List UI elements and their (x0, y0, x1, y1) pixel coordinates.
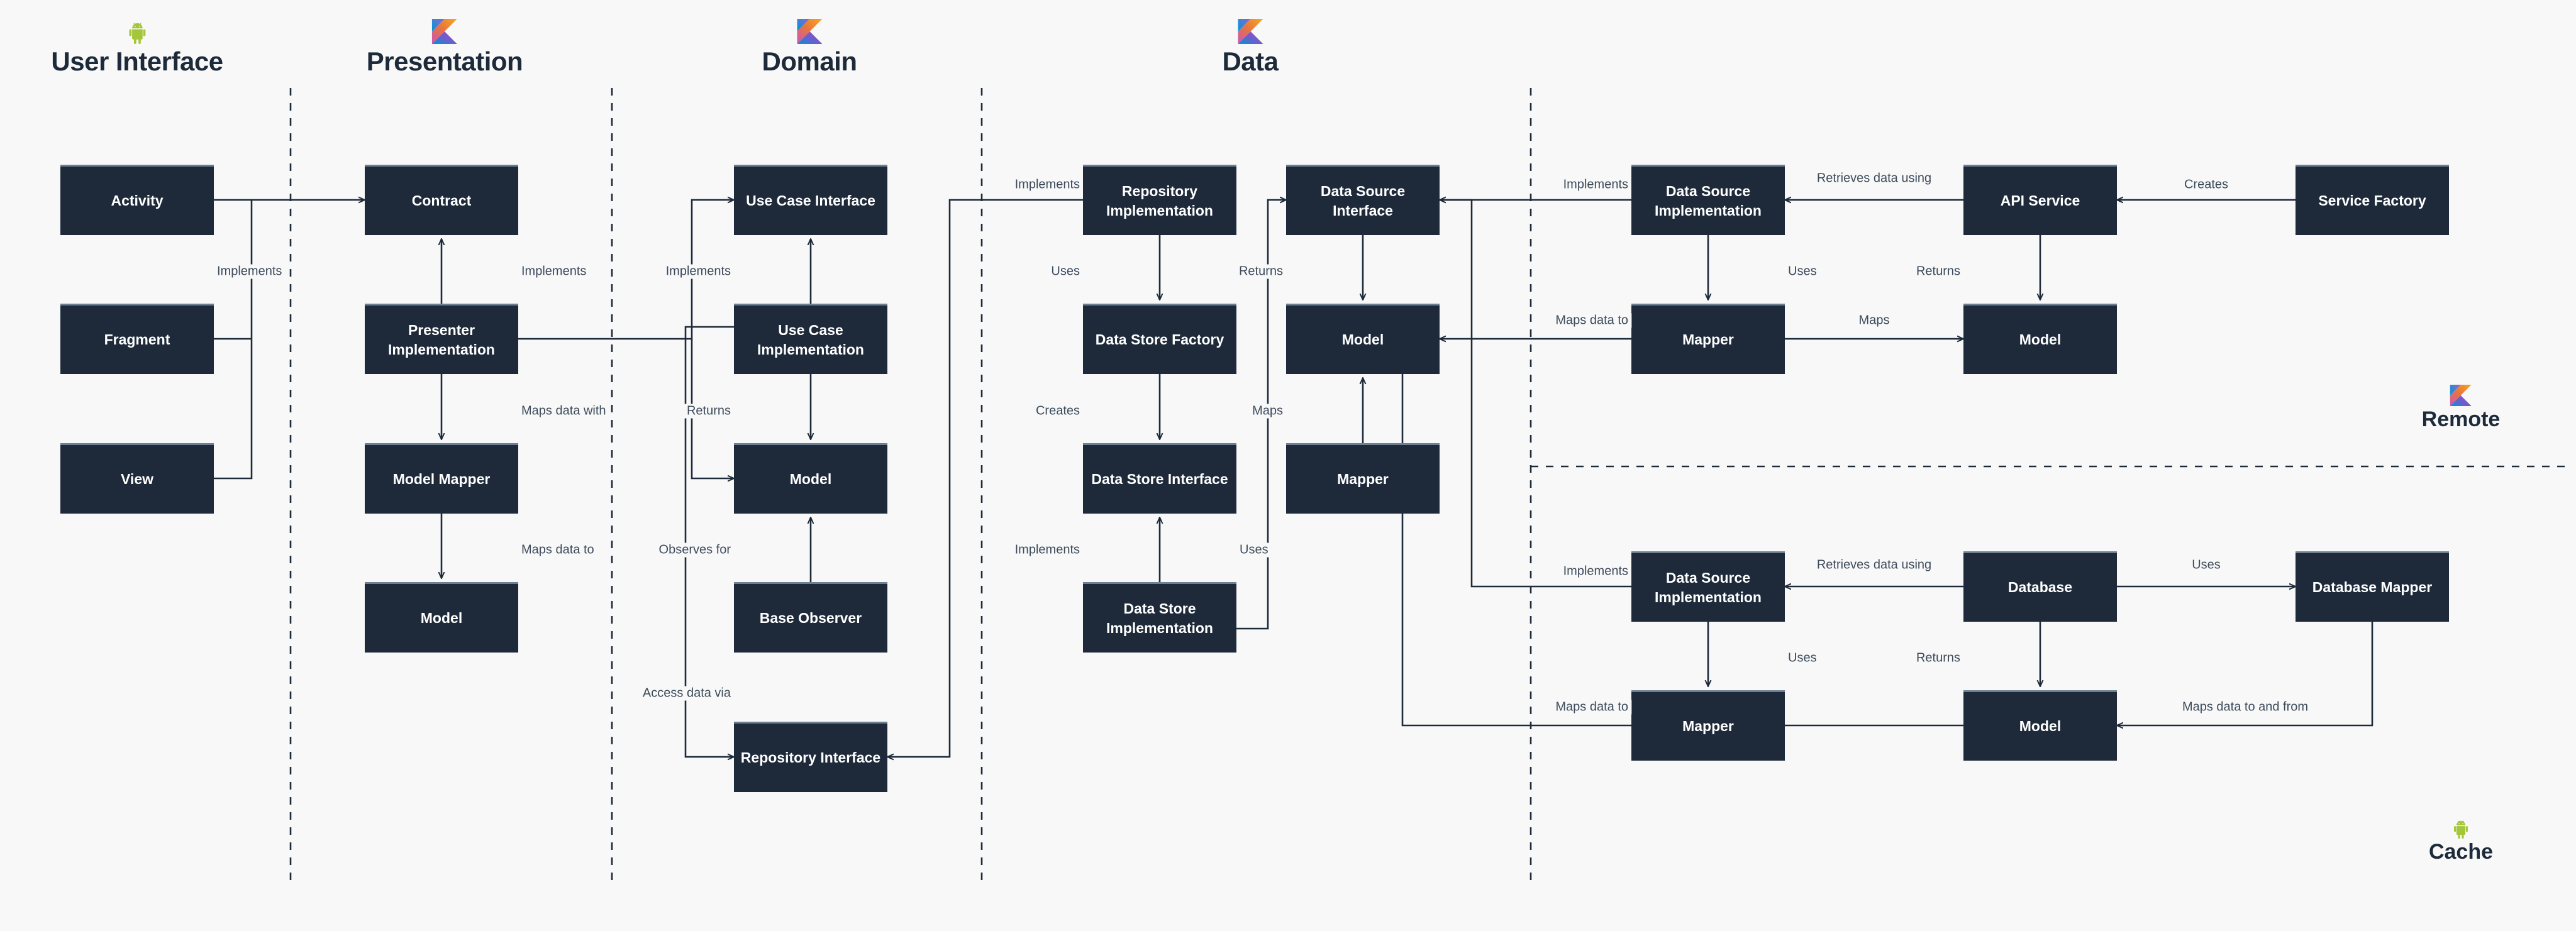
node-data-src-model[interactable]: Model (1286, 304, 1440, 374)
node-cache-mapper[interactable]: Mapper (1631, 690, 1785, 761)
edge-label-lbl-ui-implements: Implements (214, 264, 286, 279)
node-pres-model-mapper[interactable]: Model Mapper (365, 443, 518, 514)
node-pres-presenter-impl[interactable]: Presenter Implementation (365, 304, 518, 374)
edge-label-lbl-remote-uses: Uses (1785, 264, 1820, 279)
node-cache-database[interactable]: Database (1963, 551, 2117, 622)
node-ui-fragment[interactable]: Fragment (60, 304, 214, 374)
layer-heading-presentation: Presentation (367, 19, 523, 77)
node-data-src-mapper[interactable]: Mapper (1286, 443, 1440, 514)
kotlin-logo-icon (796, 19, 822, 44)
edge-label-lbl-src-maps: Maps (1249, 404, 1286, 419)
edge-label-lbl-remote-returns: Returns (1913, 264, 1963, 279)
sublayer-heading-remote: Remote (2421, 385, 2501, 432)
node-dom-model[interactable]: Model (734, 443, 887, 514)
edge-label-lbl-cache-maps-to-from: Maps data to and from (2179, 700, 2312, 715)
node-remote-model[interactable]: Model (1963, 304, 2117, 374)
node-cache-db-mapper[interactable]: Database Mapper (2296, 551, 2449, 622)
layer-heading-data: Data (1222, 19, 1279, 77)
edge-label-lbl-cache-implements: Implements (1560, 564, 1631, 579)
edge-label-lbl-cache-retrieves: Retrieves data using (1813, 558, 1935, 573)
edge-label-lbl-remote-maps-data-to: Maps data to (1552, 313, 1631, 328)
node-pres-model[interactable]: Model (365, 582, 518, 653)
edge-label-lbl-data-implements: Implements (1011, 177, 1083, 192)
edge-label-lbl-cache-maps-data-to: Maps data to (1552, 700, 1631, 715)
edge-label-lbl-pres-implements: Implements (518, 264, 590, 279)
layer-heading-user-interface: User Interface (51, 19, 223, 77)
node-pres-contract[interactable]: Contract (365, 165, 518, 235)
layer-label: User Interface (51, 47, 223, 76)
node-data-store-iface[interactable]: Data Store Interface (1083, 443, 1236, 514)
kotlin-logo-icon (2450, 385, 2472, 406)
edge-label-lbl-dom-observes-for: Observes for (655, 543, 734, 558)
layer-heading-domain: Domain (762, 19, 857, 77)
layer-label: Domain (762, 47, 857, 76)
node-cache-ds-impl[interactable]: Data Source Implementation (1631, 551, 1785, 622)
edge-label-lbl-remote-retrieves: Retrieves data using (1813, 171, 1935, 186)
node-dom-usecase-iface[interactable]: Use Case Interface (734, 165, 887, 235)
edge-label-lbl-cache-uses: Uses (1785, 651, 1820, 666)
kotlin-logo-icon (432, 19, 457, 44)
edge-label-lbl-data-ds-implements: Implements (1011, 543, 1083, 558)
edge-label-lbl-remote-implements: Implements (1560, 177, 1631, 192)
sublayer-label: Cache (2428, 840, 2494, 864)
layer-label: Presentation (366, 47, 523, 76)
edge-label-lbl-src-returns: Returns (1235, 264, 1286, 279)
node-data-store-impl[interactable]: Data Store Implementation (1083, 582, 1236, 653)
edge-label-lbl-data-uses: Uses (1048, 264, 1083, 279)
node-remote-api-service[interactable]: API Service (1963, 165, 2117, 235)
node-remote-ds-impl[interactable]: Data Source Implementation (1631, 165, 1785, 235)
edge-label-lbl-pres-maps-data-with: Maps data with (518, 404, 609, 419)
layer-label: Data (1222, 47, 1279, 76)
sublayer-label: Remote (2421, 407, 2501, 431)
edge-label-lbl-cache-returns: Returns (1913, 651, 1963, 666)
kotlin-logo-icon (1237, 19, 1263, 44)
android-logo-icon (125, 19, 150, 44)
node-data-store-factory[interactable]: Data Store Factory (1083, 304, 1236, 374)
edge-label-lbl-dom-returns: Returns (683, 404, 734, 419)
edge-label-lbl-remote-maps: Maps (1855, 313, 1893, 328)
node-remote-svc-factory[interactable]: Service Factory (2296, 165, 2449, 235)
edge-label-lbl-dom-access-data-via: Access data via (639, 686, 734, 701)
edge-label-lbl-remote-creates: Creates (2180, 177, 2232, 192)
node-dom-repo-iface[interactable]: Repository Interface (734, 722, 887, 792)
node-remote-mapper[interactable]: Mapper (1631, 304, 1785, 374)
edge-label-lbl-dom-implements: Implements (662, 264, 734, 279)
edge-label-lbl-pres-maps-data-to: Maps data to (518, 543, 597, 558)
node-data-src-iface[interactable]: Data Source Interface (1286, 165, 1440, 235)
edge-label-lbl-data-ds-uses: Uses (1236, 543, 1272, 558)
android-logo-icon (2450, 817, 2472, 839)
node-dom-base-observer[interactable]: Base Observer (734, 582, 887, 653)
node-ui-activity[interactable]: Activity (60, 165, 214, 235)
node-cache-model[interactable]: Model (1963, 690, 2117, 761)
node-dom-usecase-impl[interactable]: Use Case Implementation (734, 304, 887, 374)
node-data-repo-impl[interactable]: Repository Implementation (1083, 165, 1236, 235)
sublayer-heading-cache: Cache (2429, 817, 2493, 864)
edge-label-lbl-data-creates: Creates (1032, 404, 1083, 419)
node-ui-view[interactable]: View (60, 443, 214, 514)
edge-label-lbl-cache-db-uses: Uses (2189, 558, 2224, 573)
